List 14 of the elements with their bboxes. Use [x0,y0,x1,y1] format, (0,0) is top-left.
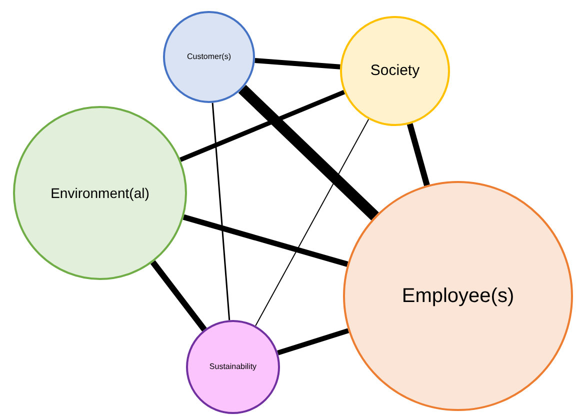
connector-line [238,84,379,220]
node-label: Customer(s) [186,52,231,62]
connector-line [255,118,370,326]
connector-line [254,58,340,70]
connector-line [277,328,350,356]
connector-line [212,102,230,320]
node-label: Environment(al) [50,184,150,202]
connector-line [180,90,346,162]
connector-line [406,123,430,186]
node-label: Sustainability [209,362,257,372]
node-label: Employee(s) [402,284,514,308]
node-label: Society [370,62,420,80]
connector-line [150,260,207,332]
connector-line [182,214,348,267]
